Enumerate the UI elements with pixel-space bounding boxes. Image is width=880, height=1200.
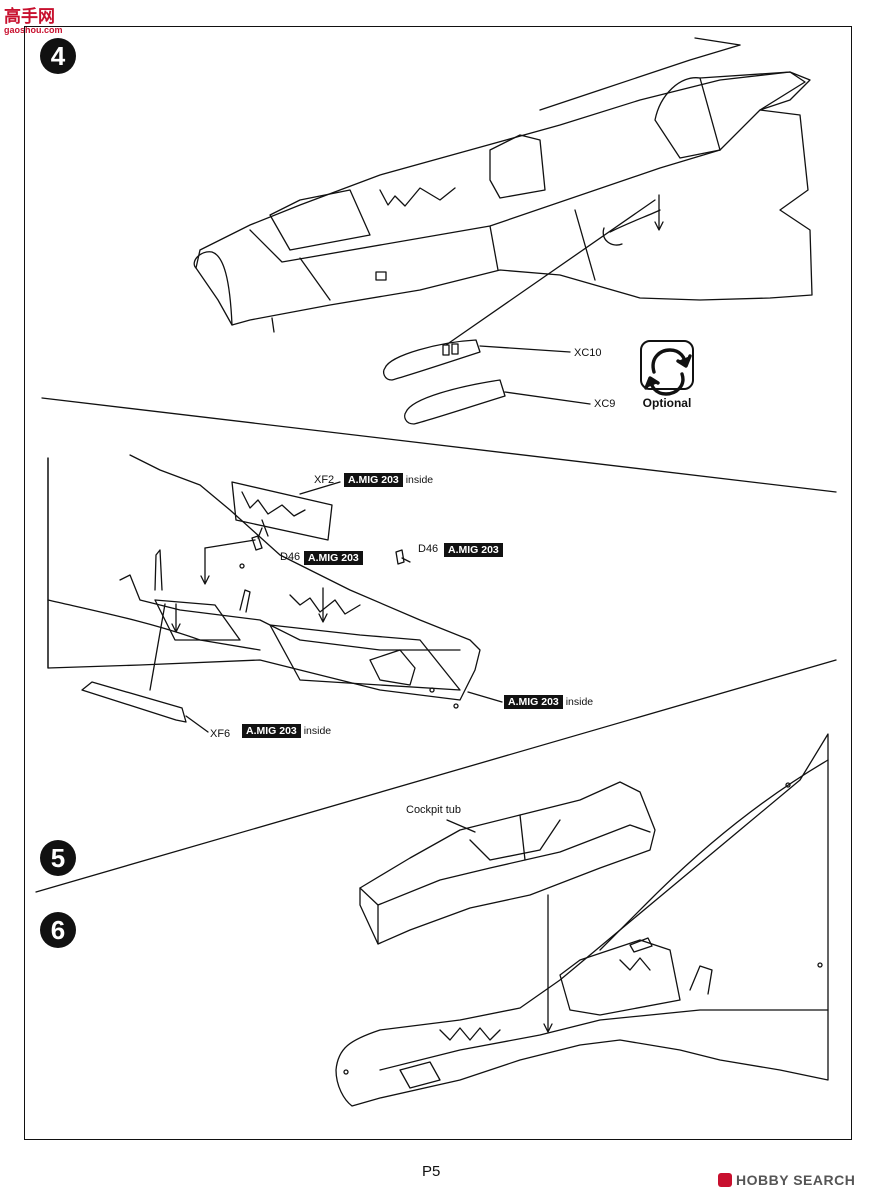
divider-step4-step5 (41, 397, 837, 493)
part-label-xf2: XF2 (314, 474, 335, 486)
part-label-d46-b: D46 (418, 543, 439, 555)
paint-callout-xf6: A.MIG 203 inside (242, 724, 332, 738)
page-number: P5 (422, 1163, 441, 1180)
part-d46-b-drawing (395, 549, 405, 565)
part-xc10-drawing (383, 199, 656, 381)
part-xf2-drawing (231, 481, 341, 541)
part-label-xf6: XF6 (210, 728, 231, 740)
brand-logo-icon (718, 1173, 732, 1187)
part-xc9-drawing (404, 379, 591, 425)
paint-code: A.MIG 203 (242, 724, 301, 738)
optional-label: Optional (642, 396, 692, 410)
part-label-xc9: XC9 (594, 398, 616, 410)
site-name: 高手网 (4, 7, 55, 26)
site-watermark: 高手网 gaoshou.com (4, 2, 63, 35)
divider-step5-step6 (35, 659, 837, 893)
paint-code: A.MIG 203 (344, 473, 403, 487)
brand-name: HOBBY SEARCH (736, 1172, 856, 1188)
paint-code: A.MIG 203 (444, 543, 503, 557)
optional-callout: Optional (636, 340, 698, 410)
cockpit-tub-drawing (359, 781, 656, 1033)
cockpit-tub-label: Cockpit tub (406, 804, 462, 816)
paint-callout-xf2: A.MIG 203 inside (344, 473, 434, 487)
part-xf6-drawing (81, 681, 209, 733)
part-label-xc10: XC10 (574, 347, 602, 359)
paint-inside-label: inside (405, 474, 434, 486)
step4-fuselage-drawing (193, 37, 813, 333)
site-url: gaoshou.com (4, 25, 63, 35)
paint-callout-d46-a: A.MIG 203 (304, 551, 363, 565)
part-label-d46-a: D46 (280, 551, 301, 563)
optional-box (640, 340, 694, 390)
paint-code: A.MIG 203 (504, 695, 563, 709)
step-number-5: 5 (40, 840, 76, 876)
brand-watermark: HOBBY SEARCH (718, 1172, 855, 1188)
paint-code: A.MIG 203 (304, 551, 363, 565)
step5-cockpit-drawing (47, 454, 503, 709)
step6-fuselage-drawing (335, 733, 829, 1107)
paint-inside-label: inside (565, 696, 594, 708)
paint-inside-label: inside (303, 725, 332, 737)
part-d46-a-drawing (251, 535, 263, 551)
step-number-4: 4 (40, 38, 76, 74)
paint-callout-d46-b: A.MIG 203 (444, 543, 503, 557)
instruction-page-frame (24, 26, 852, 1140)
paint-callout-cockpit-inside: A.MIG 203 inside (504, 695, 594, 709)
step-number-6: 6 (40, 912, 76, 948)
